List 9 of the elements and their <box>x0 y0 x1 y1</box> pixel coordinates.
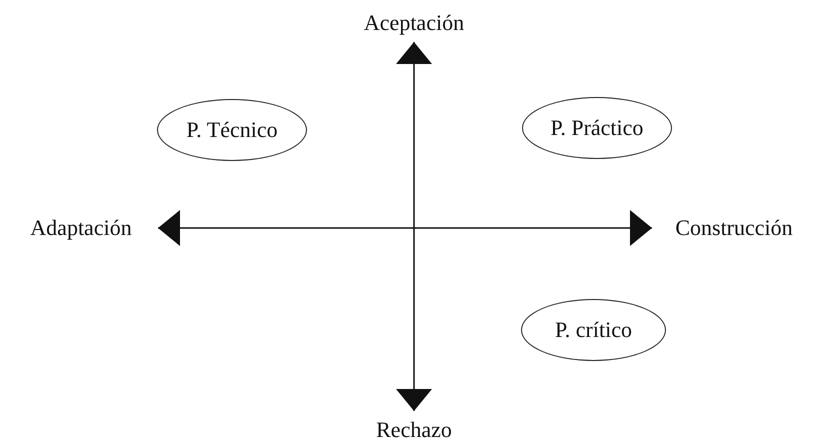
axis-label: Rechazo <box>364 415 464 444</box>
ellipse-node: P. Técnico <box>157 99 307 161</box>
axis-label: Construcción <box>656 213 812 243</box>
double-arrow <box>396 42 432 411</box>
ellipse-node: P. Práctico <box>522 97 672 159</box>
ellipse-node: P. crítico <box>521 299 666 361</box>
axis-label: Aceptación <box>354 8 474 38</box>
double-arrow <box>158 210 652 246</box>
axis-label: Adaptación <box>8 213 154 243</box>
